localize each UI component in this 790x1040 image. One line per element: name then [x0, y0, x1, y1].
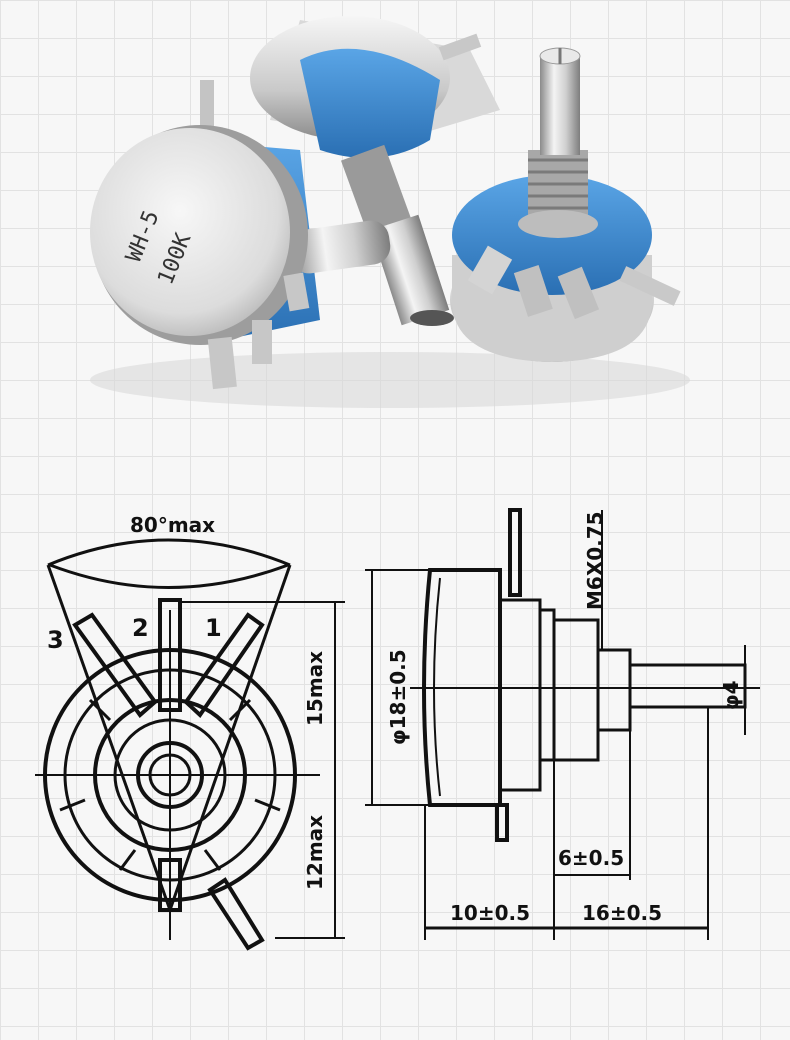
potentiometer-back [250, 16, 500, 326]
bushing-length-label: 6±0.5 [558, 846, 624, 870]
body-diameter-label: φ18±0.5 [386, 649, 410, 745]
potentiometer-left: WH-5 100K [90, 80, 391, 390]
side-view [365, 508, 760, 940]
dimension-drawing: 80°max 3 2 1 15max 12max [35, 508, 760, 951]
dim-12max-label: 12max [303, 815, 327, 890]
shaft-length-label: 16±0.5 [582, 901, 662, 925]
angle-max-label: 80°max [130, 513, 215, 537]
shaft-diameter-label: φ4 [719, 680, 743, 710]
photo-shadow [90, 352, 690, 408]
thread-label: M6X0.75 [583, 511, 607, 610]
pin-1-label: 1 [205, 614, 222, 642]
front-view [35, 538, 345, 951]
pin-2-label: 2 [132, 614, 149, 642]
potentiometer-right [450, 47, 681, 362]
dim-15max-label: 15max [303, 651, 327, 726]
pin-3-label: 3 [47, 626, 64, 654]
body-depth-label: 10±0.5 [450, 901, 530, 925]
product-photo: WH-5 100K [90, 16, 690, 408]
